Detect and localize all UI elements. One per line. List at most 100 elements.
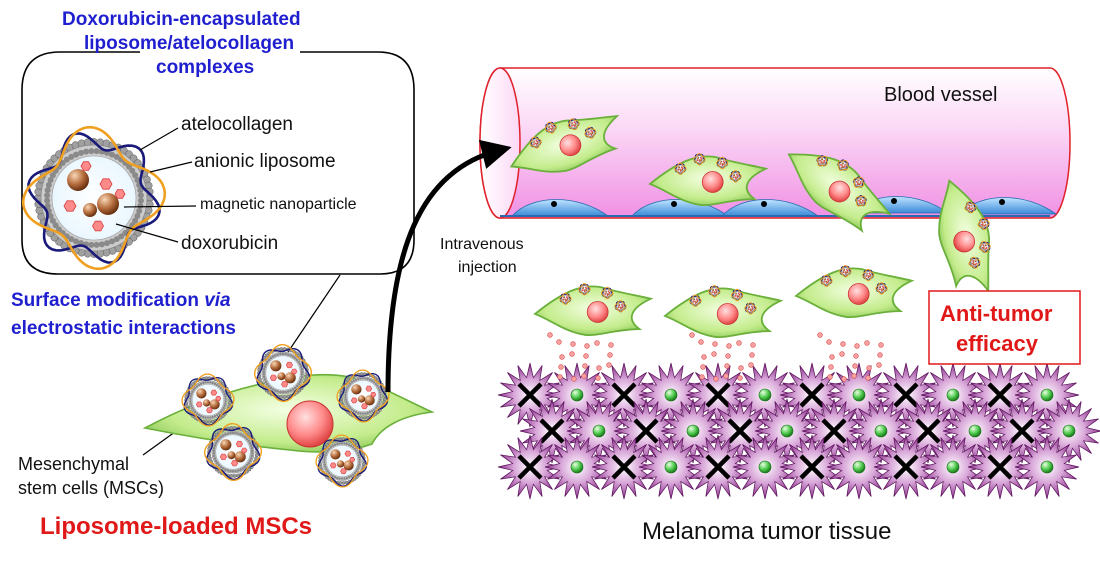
magnetic-nanoparticle bbox=[202, 399, 211, 407]
doxorubicin-molecule bbox=[974, 264, 977, 266]
doxorubicin-molecule bbox=[269, 374, 277, 381]
doxorubicin-dot bbox=[699, 374, 705, 380]
doxorubicin-dot bbox=[711, 351, 717, 357]
magnetic-nanoparticle bbox=[549, 127, 552, 130]
magnetic-nanoparticle bbox=[878, 285, 882, 288]
doxorubicin-dot bbox=[737, 375, 743, 381]
doxorubicin-molecule bbox=[749, 309, 752, 312]
doxorubicin-molecule bbox=[92, 220, 104, 232]
magnetic-nanoparticle bbox=[564, 298, 566, 301]
liposome bbox=[964, 201, 977, 214]
msc-cell bbox=[794, 265, 915, 318]
doxorubicin-molecule bbox=[975, 262, 978, 265]
msc-nucleus bbox=[716, 303, 739, 325]
doxorubicin-molecule bbox=[533, 143, 536, 146]
doxorubicin-dot bbox=[569, 351, 575, 357]
atelocollagen-strand bbox=[336, 369, 390, 423]
msc-nucleus bbox=[586, 301, 609, 323]
magnetic-nanoparticle bbox=[983, 247, 986, 250]
doxorubicin-molecule bbox=[819, 159, 822, 162]
atelocollagen-strand bbox=[837, 159, 849, 171]
doxorubicin-molecule bbox=[566, 297, 569, 300]
liposome bbox=[855, 195, 867, 207]
magnetic-nanoparticle bbox=[336, 460, 345, 468]
magnetic-nanoparticle bbox=[551, 127, 554, 130]
liposome bbox=[567, 118, 580, 131]
doxorubicin-dot bbox=[689, 332, 695, 338]
atelocollagen-strand bbox=[977, 217, 990, 230]
blood-vessel-label: Blood vessel bbox=[884, 84, 998, 106]
endothelial-nucleus bbox=[999, 199, 1005, 205]
doxorubicin-dot bbox=[852, 363, 858, 369]
msc-label-line1: Mesenchymal bbox=[18, 454, 130, 474]
magnetic-nanoparticle bbox=[277, 372, 286, 381]
intravenous-label-line2: injection bbox=[458, 259, 517, 276]
doxorubicin-dot bbox=[853, 353, 859, 359]
magnetic-nanoparticle bbox=[983, 245, 985, 248]
doxorubicin-dot bbox=[826, 339, 832, 345]
liposome bbox=[674, 162, 687, 175]
magnetic-nanoparticle bbox=[677, 166, 681, 169]
atelocollagen-strand bbox=[601, 286, 614, 300]
magnetic-nanoparticle bbox=[865, 272, 868, 275]
doxorubicin-molecule bbox=[535, 139, 538, 142]
doxorubicin-molecule bbox=[971, 262, 974, 265]
cell-death-mark bbox=[539, 418, 565, 444]
doxorubicin-molecule bbox=[365, 385, 373, 392]
released-doxorubicin bbox=[547, 332, 884, 382]
cell-death-mark bbox=[517, 454, 543, 480]
doxorubicin-dot bbox=[865, 375, 871, 381]
doxorubicin-molecule bbox=[574, 122, 577, 125]
liposome bbox=[978, 240, 991, 253]
liposome bbox=[584, 126, 597, 139]
atelocollagen-strand bbox=[206, 426, 261, 481]
atelocollagen-strand bbox=[559, 292, 572, 305]
atelocollagen-strand bbox=[978, 240, 991, 253]
endothelial-cell bbox=[721, 199, 820, 217]
doxorubicin-molecule bbox=[571, 124, 574, 127]
atelocollagen-strand bbox=[181, 373, 235, 427]
doxorubicin-dot bbox=[556, 339, 562, 345]
cell-death-mark bbox=[799, 454, 825, 480]
magnetic-nanoparticle bbox=[734, 176, 736, 178]
atelocollagen-strand bbox=[820, 274, 833, 287]
magnetic-nanoparticle bbox=[619, 306, 621, 308]
doxorubicin-molecule bbox=[694, 302, 697, 304]
complex-title-line3: complexes bbox=[156, 57, 255, 78]
atelocollagen-strand bbox=[567, 118, 580, 131]
doxorubicin-molecule bbox=[823, 280, 826, 283]
magnetic-nanoparticle bbox=[547, 125, 551, 128]
doxorubicin-molecule bbox=[751, 307, 754, 309]
apoptotic-marker bbox=[946, 460, 960, 474]
doxorubicin-dot bbox=[749, 352, 755, 358]
doxorubicin-molecule bbox=[698, 160, 701, 163]
doxorubicin-molecule bbox=[564, 300, 567, 302]
magnetic-nanoparticle bbox=[270, 360, 282, 372]
doxorubicin-molecule bbox=[845, 268, 848, 271]
magnetic-nanoparticle bbox=[880, 288, 882, 290]
liposome bbox=[181, 373, 235, 427]
endothelial-nucleus bbox=[671, 201, 677, 207]
doxorubicin-molecule bbox=[607, 290, 610, 293]
doxorubicin-molecule bbox=[738, 293, 741, 296]
msc-cell bbox=[787, 153, 892, 234]
doxorubicin-molecule bbox=[713, 292, 716, 295]
doxorubicin-molecule bbox=[825, 282, 828, 284]
tumor-cell bbox=[826, 434, 892, 500]
doxorubicin-molecule bbox=[734, 177, 737, 180]
magnetic-nanoparticle bbox=[842, 165, 845, 169]
atelocollagen-label: atelocollagen bbox=[181, 114, 293, 135]
doxorubicin-molecule bbox=[235, 440, 243, 448]
magnetic-nanoparticle bbox=[679, 168, 681, 171]
magnetic-nanoparticle bbox=[583, 289, 585, 291]
magnetic-nanoparticle bbox=[696, 156, 700, 159]
magnetic-nanoparticle bbox=[857, 181, 859, 184]
liposome bbox=[336, 369, 390, 423]
magnetic-nanoparticle bbox=[734, 292, 737, 295]
magnetic-nanoparticle bbox=[823, 278, 827, 281]
doxorubicin-molecule bbox=[195, 401, 203, 408]
doxorubicin-molecule bbox=[591, 130, 594, 133]
doxorubicin-molecule bbox=[573, 121, 576, 124]
surface-modification-label: Surface modification via bbox=[11, 290, 231, 312]
liposome bbox=[852, 176, 865, 188]
